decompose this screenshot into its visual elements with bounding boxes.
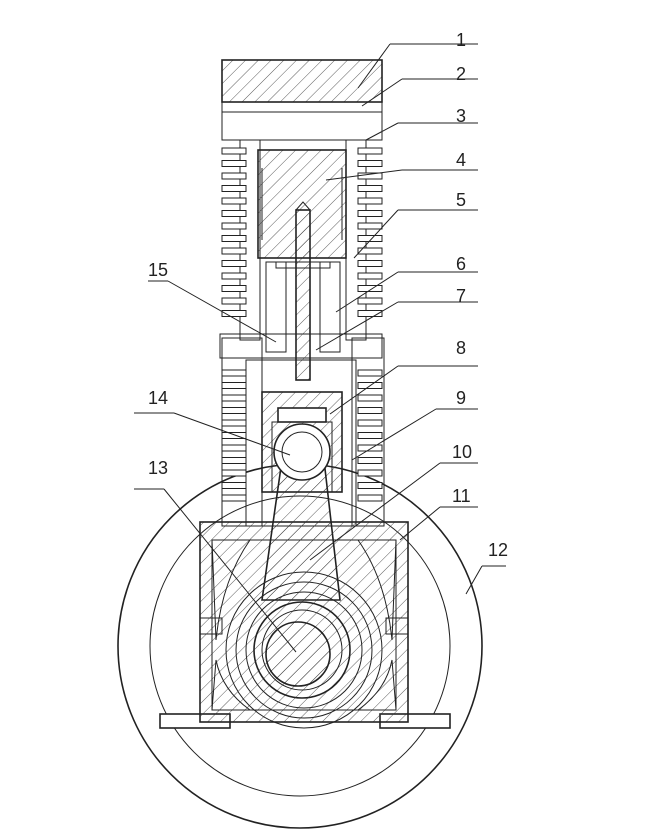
cooling-fin: [221, 394, 247, 402]
callout-13: 13: [148, 458, 168, 478]
cooling-fin: [221, 419, 247, 427]
cooling-fin: [357, 185, 383, 192]
connecting-rod: [253, 423, 351, 699]
callout-9: 9: [456, 388, 466, 408]
cooling-fin: [357, 247, 383, 255]
callout-10: 10: [452, 442, 472, 462]
cooling-fin: [221, 494, 247, 502]
callout-8: 8: [456, 338, 466, 358]
cooling-fin: [357, 432, 383, 439]
cooling-fin: [357, 457, 383, 464]
cooling-fin: [357, 407, 383, 414]
cooling-fin: [221, 172, 247, 180]
callout-2: 2: [456, 64, 466, 84]
cooling-fin: [357, 297, 383, 305]
cooling-fin: [221, 382, 247, 389]
crankpin: [265, 621, 331, 687]
cooling-fin: [221, 285, 247, 292]
cooling-fin: [221, 210, 247, 217]
callout-3: 3: [456, 106, 466, 126]
callout-4: 4: [456, 150, 466, 170]
cooling-fin: [357, 260, 383, 267]
cooling-fin: [357, 469, 383, 477]
cooling-fin: [357, 394, 383, 402]
cooling-fin: [221, 469, 247, 477]
callout-15: 15: [148, 260, 168, 280]
callout-7: 7: [456, 286, 466, 306]
cooling-fin: [221, 147, 247, 155]
cooling-fin: [221, 197, 247, 205]
callout-14: 14: [148, 388, 168, 408]
cooling-fin: [221, 482, 247, 489]
cooling-fin: [221, 310, 247, 317]
cooling-fin: [357, 197, 383, 205]
callout-6: 6: [456, 254, 466, 274]
cooling-fin: [221, 235, 247, 242]
callout-12: 12: [488, 540, 508, 560]
leader-lines: [134, 43, 506, 653]
upper-cooling-fins: [221, 147, 383, 317]
cooling-fin: [357, 210, 383, 217]
callout-11: 11: [452, 486, 471, 506]
cooling-fin: [357, 444, 383, 452]
cooling-fin: [357, 369, 383, 377]
cooling-fin: [221, 432, 247, 439]
callout-1: 1: [456, 30, 466, 50]
cooling-fin: [357, 494, 383, 502]
cooling-fin: [221, 260, 247, 267]
cooling-fin: [357, 222, 383, 230]
cooling-fin: [357, 147, 383, 155]
piston-rod: [265, 201, 341, 381]
callout-labels: 1 2 3 4 5 6 7 8 9 10 11 12 13 14 15: [148, 30, 508, 560]
cooling-fin: [221, 160, 247, 167]
cooling-fin: [221, 297, 247, 305]
cooling-fin: [221, 444, 247, 452]
cooling-fin: [221, 369, 247, 377]
cooling-fin: [357, 272, 383, 280]
cooling-fin: [357, 482, 383, 489]
cooling-fin: [221, 247, 247, 255]
cooling-fin: [221, 222, 247, 230]
cooling-fin: [357, 310, 383, 317]
cooling-fin: [357, 419, 383, 427]
callout-5: 5: [456, 190, 466, 210]
cooling-fin: [221, 272, 247, 280]
cooling-fin: [357, 160, 383, 167]
cooling-fin: [221, 185, 247, 192]
cooling-fin: [221, 457, 247, 464]
cooling-fin: [221, 407, 247, 414]
cooling-fin: [357, 235, 383, 242]
cylinder-head: [221, 59, 383, 113]
cooling-fin: [357, 285, 383, 292]
